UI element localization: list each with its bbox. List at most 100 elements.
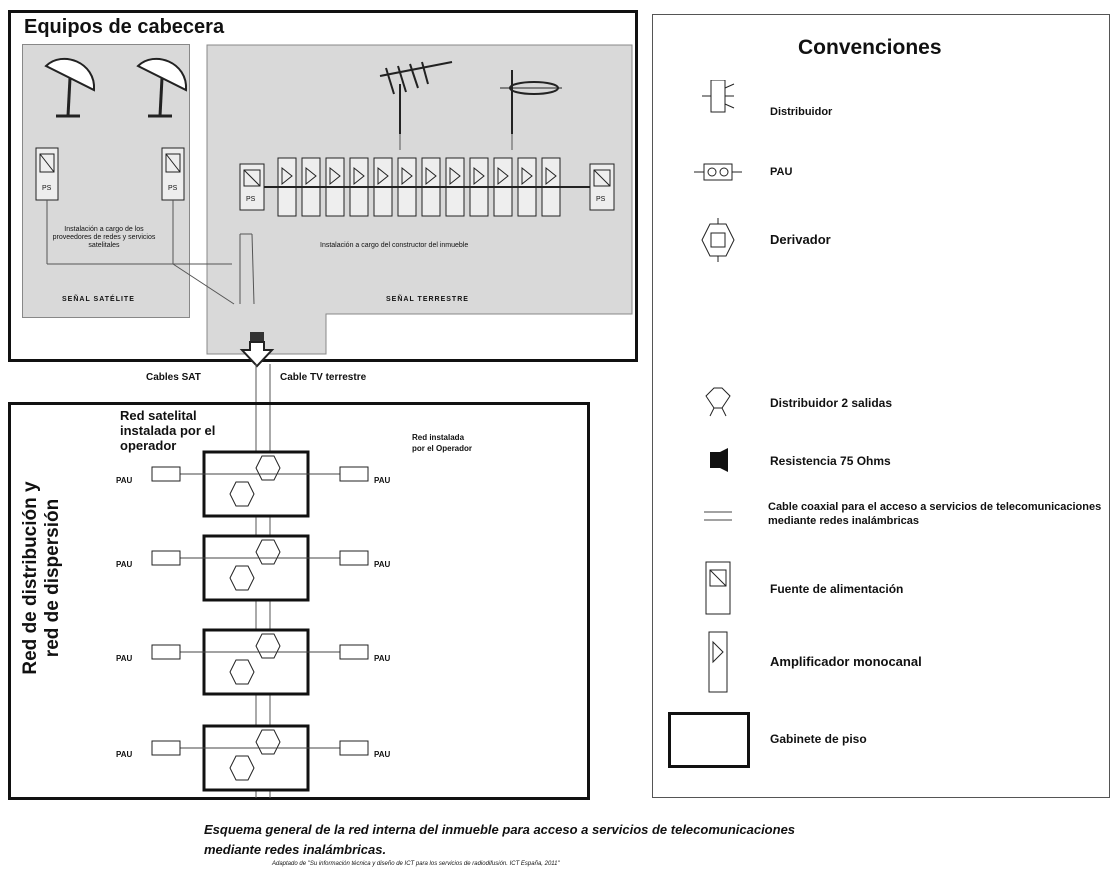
distributor-icon bbox=[702, 80, 735, 113]
amplifier-triangle bbox=[329, 166, 341, 186]
legend-label-derivator: Derivador bbox=[770, 232, 831, 247]
pau-icon bbox=[151, 740, 181, 756]
tv-cable-label: Cable TV terrestre bbox=[280, 372, 367, 383]
resistor-icon bbox=[710, 448, 728, 472]
operator-note: Red satelital instalada por el operador bbox=[120, 408, 216, 453]
amplifier-triangle bbox=[305, 166, 317, 186]
installed-note-line2: por el Operador bbox=[412, 444, 473, 453]
ps-label: PS bbox=[596, 196, 606, 203]
amplifier-triangle bbox=[353, 166, 365, 186]
distribution-title-line1: Red de distribución y bbox=[20, 481, 41, 675]
floor-unit: PAU PAU bbox=[112, 532, 412, 608]
floor-cabinet-box bbox=[202, 628, 310, 696]
headend-title: Equipos de cabecera bbox=[24, 16, 225, 38]
headend-panel bbox=[8, 10, 638, 362]
amplifier-icon bbox=[708, 631, 728, 693]
ps-label: PS bbox=[168, 185, 178, 192]
pau-icon bbox=[151, 644, 181, 660]
floor-cabinet-icon bbox=[668, 712, 750, 768]
riser-cables bbox=[255, 364, 271, 406]
terrestrial-panel bbox=[206, 44, 633, 355]
legend-label-coax: Cable coaxial para el acceso a servicios… bbox=[768, 501, 1102, 527]
pau-label: PAU bbox=[374, 654, 391, 663]
ps-label: PS bbox=[246, 196, 256, 203]
amplifier-triangle bbox=[377, 166, 389, 186]
floor-cabinet-box bbox=[202, 534, 310, 602]
amplifier-triangle bbox=[401, 166, 413, 186]
floor-cabinet-box bbox=[202, 724, 310, 792]
distributor-2-outputs-icon bbox=[705, 387, 731, 417]
pau-label: PAU bbox=[116, 560, 133, 569]
floor-cabinet bbox=[151, 534, 369, 602]
pau-label: PAU bbox=[374, 750, 391, 759]
floors-diagram bbox=[151, 450, 369, 792]
amplifier-triangle bbox=[473, 166, 485, 186]
derivator-icon bbox=[701, 218, 735, 262]
amplifier-triangle bbox=[521, 166, 533, 186]
legend-label-pau: PAU bbox=[770, 166, 793, 178]
amplifier-triangle bbox=[281, 166, 293, 186]
power-supply-icon bbox=[589, 163, 615, 211]
amplifier-triangle bbox=[497, 166, 509, 186]
pau-label: PAU bbox=[116, 750, 133, 759]
floor-cabinet bbox=[151, 450, 369, 518]
legend-label-distributor-2: Distribuidor 2 salidas bbox=[770, 396, 893, 410]
pau-icon bbox=[694, 163, 742, 181]
floor-cabinet bbox=[151, 628, 369, 696]
pau-icon bbox=[339, 644, 369, 660]
caption-source: Adaptado de "Su información técnica y di… bbox=[272, 861, 560, 867]
headend-diagram bbox=[35, 57, 615, 305]
power-supply-icon bbox=[35, 147, 59, 201]
derivator-icon bbox=[229, 565, 255, 591]
derivator-icon bbox=[229, 755, 255, 781]
ps-label: PS bbox=[42, 185, 52, 192]
pau-icon bbox=[339, 740, 369, 756]
terrestrial-label: SEÑAL TERRESTRE bbox=[386, 296, 469, 303]
floor-unit: PAU PAU bbox=[112, 448, 412, 524]
power-supply-icon bbox=[161, 147, 185, 201]
floor-unit: PAU PAU bbox=[112, 722, 412, 798]
pau-icon bbox=[339, 466, 369, 482]
installed-note-line1: Red instalada bbox=[412, 433, 465, 442]
fm-antenna-icon bbox=[500, 70, 562, 134]
satellite-dish-icon bbox=[136, 57, 188, 118]
caption-line2: mediante redes inalámbricas. bbox=[204, 842, 387, 857]
power-supply-icon bbox=[239, 163, 265, 211]
caption-line1: Esquema general de la red interna del in… bbox=[204, 822, 796, 837]
pau-icon bbox=[339, 550, 369, 566]
legend-label-power-supply: Fuente de alimentación bbox=[770, 582, 904, 596]
pau-icon bbox=[151, 550, 181, 566]
pau-label: PAU bbox=[116, 654, 133, 663]
floor-cabinet-box bbox=[202, 450, 310, 518]
derivator-icon bbox=[229, 659, 255, 685]
derivator-icon bbox=[229, 481, 255, 507]
tv-antenna-icon bbox=[379, 61, 453, 134]
legend-label-distributor: Distribuidor bbox=[770, 106, 833, 118]
amplifier-triangle bbox=[449, 166, 461, 186]
amplifier-bank bbox=[277, 157, 561, 217]
satellite-label: SEÑAL SATÉLITE bbox=[62, 296, 135, 303]
legend-label-amplifier: Amplificador monocanal bbox=[770, 654, 922, 669]
legend-label-floor-cabinet: Gabinete de piso bbox=[770, 732, 867, 746]
pau-icon bbox=[151, 466, 181, 482]
down-arrow-icon bbox=[239, 332, 275, 368]
floor-unit: PAU PAU bbox=[112, 626, 412, 702]
pau-label: PAU bbox=[374, 476, 391, 485]
pau-label: PAU bbox=[374, 560, 391, 569]
coax-cable-icon bbox=[704, 511, 732, 521]
legend-label-resistor: Resistencia 75 Ohms bbox=[770, 454, 891, 468]
terrestrial-note: Instalación a cargo del constructor del … bbox=[320, 242, 469, 249]
distribution-title: Red de distribución y red de dispersión bbox=[20, 408, 64, 748]
amplifier-triangle bbox=[545, 166, 557, 186]
distribution-panel bbox=[8, 402, 590, 800]
sat-cables-label: Cables SAT bbox=[146, 372, 201, 383]
legend-panel bbox=[652, 14, 1110, 798]
pau-label: PAU bbox=[116, 476, 133, 485]
power-supply-icon bbox=[705, 561, 731, 615]
satellite-dish-icon bbox=[44, 57, 96, 118]
legend-title: Convenciones bbox=[798, 36, 942, 59]
installed-note: Red instalada por el Operador bbox=[412, 432, 472, 454]
distribution-title-line2: red de dispersión bbox=[42, 498, 63, 658]
amplifier-triangle bbox=[425, 166, 437, 186]
floor-cabinet bbox=[151, 724, 369, 792]
